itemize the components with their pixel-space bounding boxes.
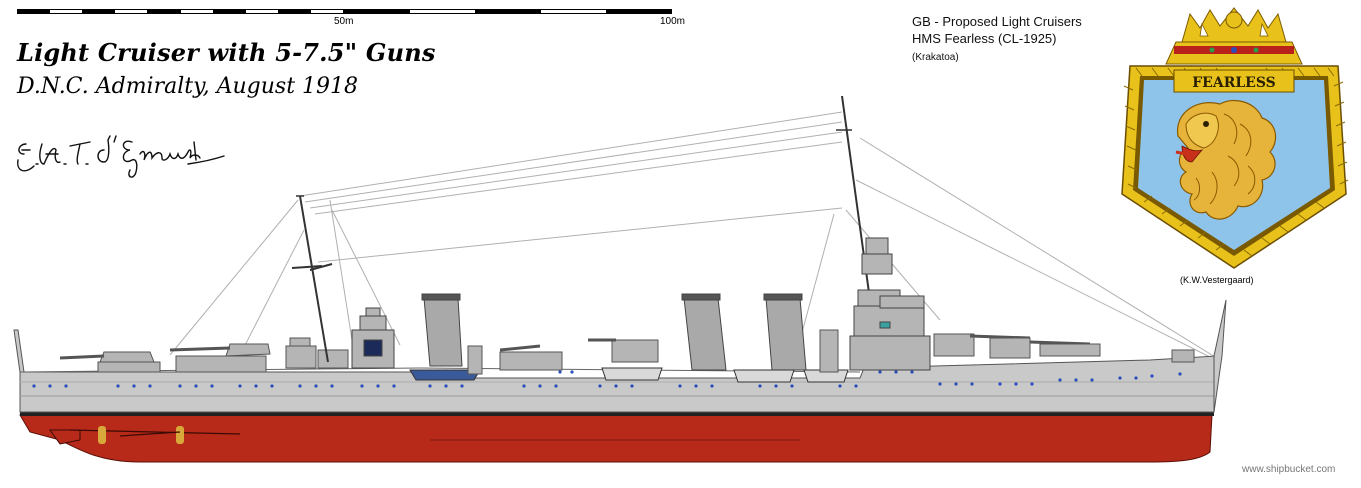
artist-credit: (K.W.Vestergaard) (1180, 275, 1254, 285)
hull-antifouling (19, 414, 1213, 463)
watermark: www.shipbucket.com (1242, 464, 1336, 475)
bridge (849, 237, 931, 371)
scale-label-50m: 50m (334, 16, 354, 27)
scale-label-100m: 100m (660, 16, 686, 27)
lion-head-icon (1175, 99, 1277, 220)
signature-image (17, 135, 225, 178)
aft-mast (291, 195, 333, 363)
ship-badge: FEARLESS (1121, 7, 1349, 269)
naval-crown-icon (1165, 7, 1303, 65)
info-alt-name: (Krakatoa) (912, 52, 959, 63)
drawing-title: Light Cruiser with 5-7.5" Guns (17, 38, 436, 67)
funnels (421, 293, 807, 371)
portholes (32, 370, 1182, 388)
aft-control-tower (351, 307, 395, 369)
forward-guns (933, 333, 1195, 363)
drawing-subtitle: D.N.C. Admiralty, August 1918 (17, 74, 359, 99)
aft-guns (59, 337, 349, 373)
info-ship-name: HMS Fearless (CL-1925) (912, 31, 1057, 46)
badge-name-text: FEARLESS (1192, 75, 1276, 91)
rigging-lines (169, 111, 1221, 363)
info-series: GB - Proposed Light Cruisers (912, 14, 1082, 29)
propeller-shafts (49, 426, 241, 445)
midships-guns (467, 329, 839, 375)
boats (409, 367, 849, 383)
scale-bar (17, 9, 672, 14)
